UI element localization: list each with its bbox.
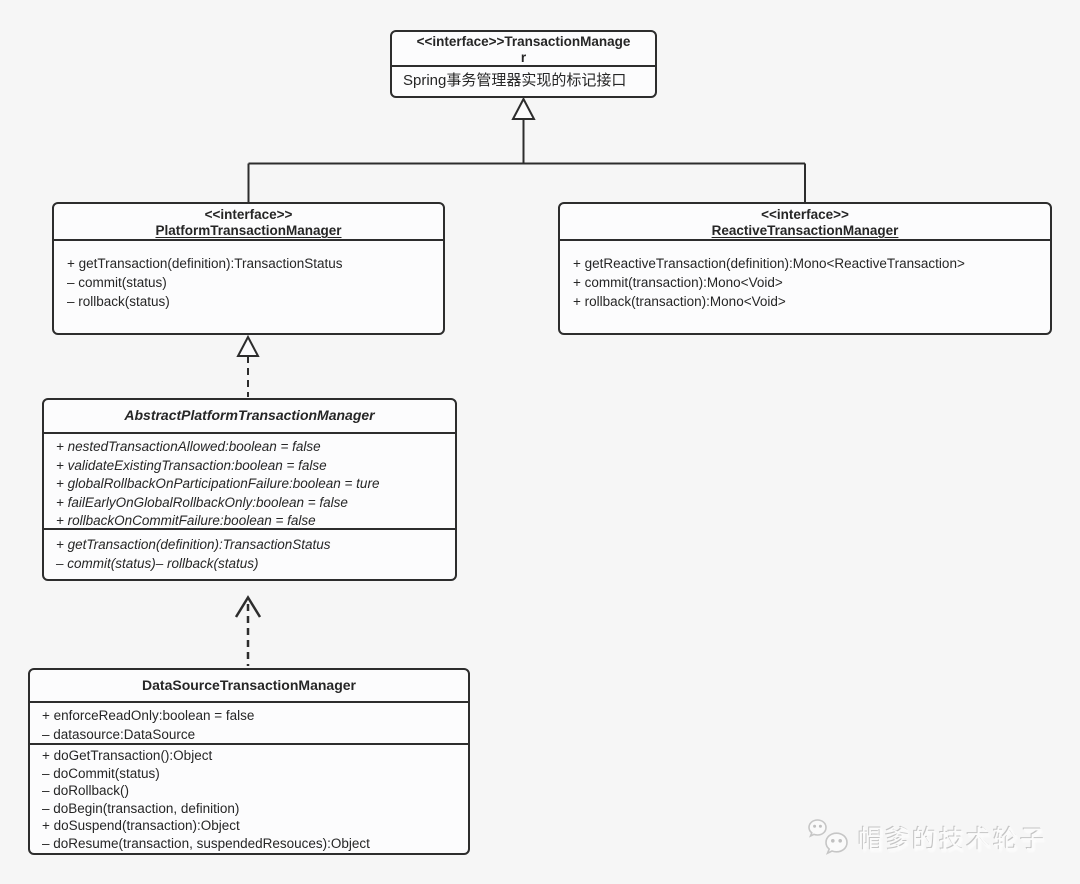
watermark-text: 帽爹的技术轮子 <box>858 826 1048 854</box>
method: – doBegin(transaction, definition) <box>42 800 240 816</box>
class-name: DataSourceTransactionManager <box>142 677 356 693</box>
class-title: <<interface>> PlatformTransactionManager <box>54 204 443 239</box>
method: + doGetTransaction():Object <box>42 748 213 763</box>
hollow-triangle-arrowhead <box>511 96 536 120</box>
method: + getReactiveTransaction(definition):Mon… <box>573 256 965 271</box>
class-title: AbstractPlatformTransactionManager <box>44 400 455 432</box>
methods-compartment: + getReactiveTransaction(definition):Mon… <box>560 239 1050 311</box>
methods-compartment: + getTransaction(definition):Transaction… <box>54 239 443 311</box>
class-title: DataSourceTransactionManager <box>30 670 468 701</box>
method: – doRollback() <box>42 783 130 799</box>
class-box-reactive-transaction-manager: <<interface>> ReactiveTransactionManager… <box>558 202 1052 335</box>
attributes-compartment: + enforceReadOnly:boolean = false – data… <box>30 701 468 743</box>
attribute: + enforceReadOnly:boolean = false <box>42 708 255 723</box>
class-box-platform-transaction-manager: <<interface>> PlatformTransactionManager… <box>52 202 445 335</box>
method: + getTransaction(definition):Transaction… <box>67 256 343 271</box>
class-name: ReactiveTransactionManager <box>711 223 899 238</box>
hollow-triangle-arrowhead <box>236 334 260 357</box>
method: + rollback(transaction):Mono<Void> <box>573 294 786 309</box>
method: – doCommit(status) <box>42 765 160 781</box>
method: – commit(status)– rollback(status) <box>56 556 259 571</box>
class-name: PlatformTransactionManager <box>155 223 342 238</box>
realization-connector <box>236 334 260 397</box>
method: + commit(transaction):Mono<Void> <box>573 275 783 290</box>
class-note: Spring事务管理器实现的标记接口 <box>392 65 655 94</box>
attribute: – datasource:DataSource <box>42 727 196 742</box>
attributes-compartment: + nestedTransactionAllowed:boolean = fal… <box>44 432 455 528</box>
class-box-datasource-transaction-manager: DataSourceTransactionManager + enforceRe… <box>28 668 470 855</box>
method: – rollback(status) <box>67 294 170 309</box>
open-chevron-arrowhead <box>234 595 262 618</box>
method: + getTransaction(definition):Transaction… <box>56 537 331 552</box>
class-box-transaction-manager: <<interface>>TransactionManage r Spring事… <box>390 30 657 98</box>
attribute: + failEarlyOnGlobalRollbackOnly:boolean … <box>56 494 348 510</box>
stereotype: <<interface>> <box>204 207 293 222</box>
attribute: + nestedTransactionAllowed:boolean = fal… <box>56 439 321 454</box>
method: – doResume(transaction, suspendedResouce… <box>42 835 370 851</box>
methods-compartment: + doGetTransaction():Object – doCommit(s… <box>30 743 468 853</box>
stereotype: <<interface>> <box>761 207 849 222</box>
class-title: <<interface>>TransactionManage r <box>392 32 655 65</box>
class-title-line1: <<interface>>TransactionManage <box>416 34 631 49</box>
method: – commit(status) <box>67 275 167 290</box>
attribute: + validateExistingTransaction:boolean = … <box>56 457 327 473</box>
class-name: AbstractPlatformTransactionManager <box>124 407 375 423</box>
class-title: <<interface>> ReactiveTransactionManager <box>560 204 1050 239</box>
methods-compartment: + getTransaction(definition):Transaction… <box>44 528 455 573</box>
attribute: + globalRollbackOnParticipationFailure:b… <box>56 476 380 491</box>
wechat-icon <box>808 819 848 855</box>
class-title-line2: r <box>520 50 527 65</box>
extends-connector <box>234 595 262 666</box>
generalization-connector <box>247 96 806 202</box>
watermark: 帽爹的技术轮子 <box>806 814 1066 862</box>
attribute: + rollbackOnCommitFailure:boolean = fals… <box>56 513 316 528</box>
method: + doSuspend(transaction):Object <box>42 818 240 834</box>
class-box-abstract-platform-transaction-manager: AbstractPlatformTransactionManager + nes… <box>42 398 457 581</box>
